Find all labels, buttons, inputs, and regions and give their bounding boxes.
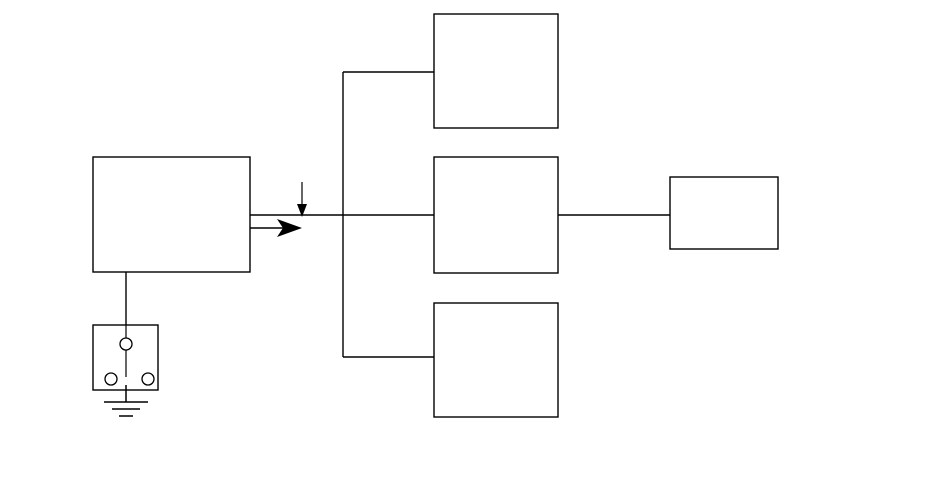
grounded-receptacle-symbol[interactable] (92, 324, 159, 417)
middle-branch-block[interactable] (433, 156, 559, 274)
bottom-branch-block[interactable] (433, 302, 559, 418)
receptacle-hole-top (119, 337, 133, 351)
down-arrow-head (297, 204, 307, 217)
arrow-layer (277, 182, 307, 237)
left-source-block[interactable] (92, 156, 251, 273)
receptacle-hole-left (104, 372, 118, 386)
top-branch-block[interactable] (433, 13, 559, 129)
wiring-layer (125, 71, 671, 358)
block-layer (92, 13, 779, 418)
receptacle-hole-right (141, 372, 155, 386)
flow-arrowhead (277, 219, 302, 237)
right-output-block[interactable] (669, 176, 779, 250)
